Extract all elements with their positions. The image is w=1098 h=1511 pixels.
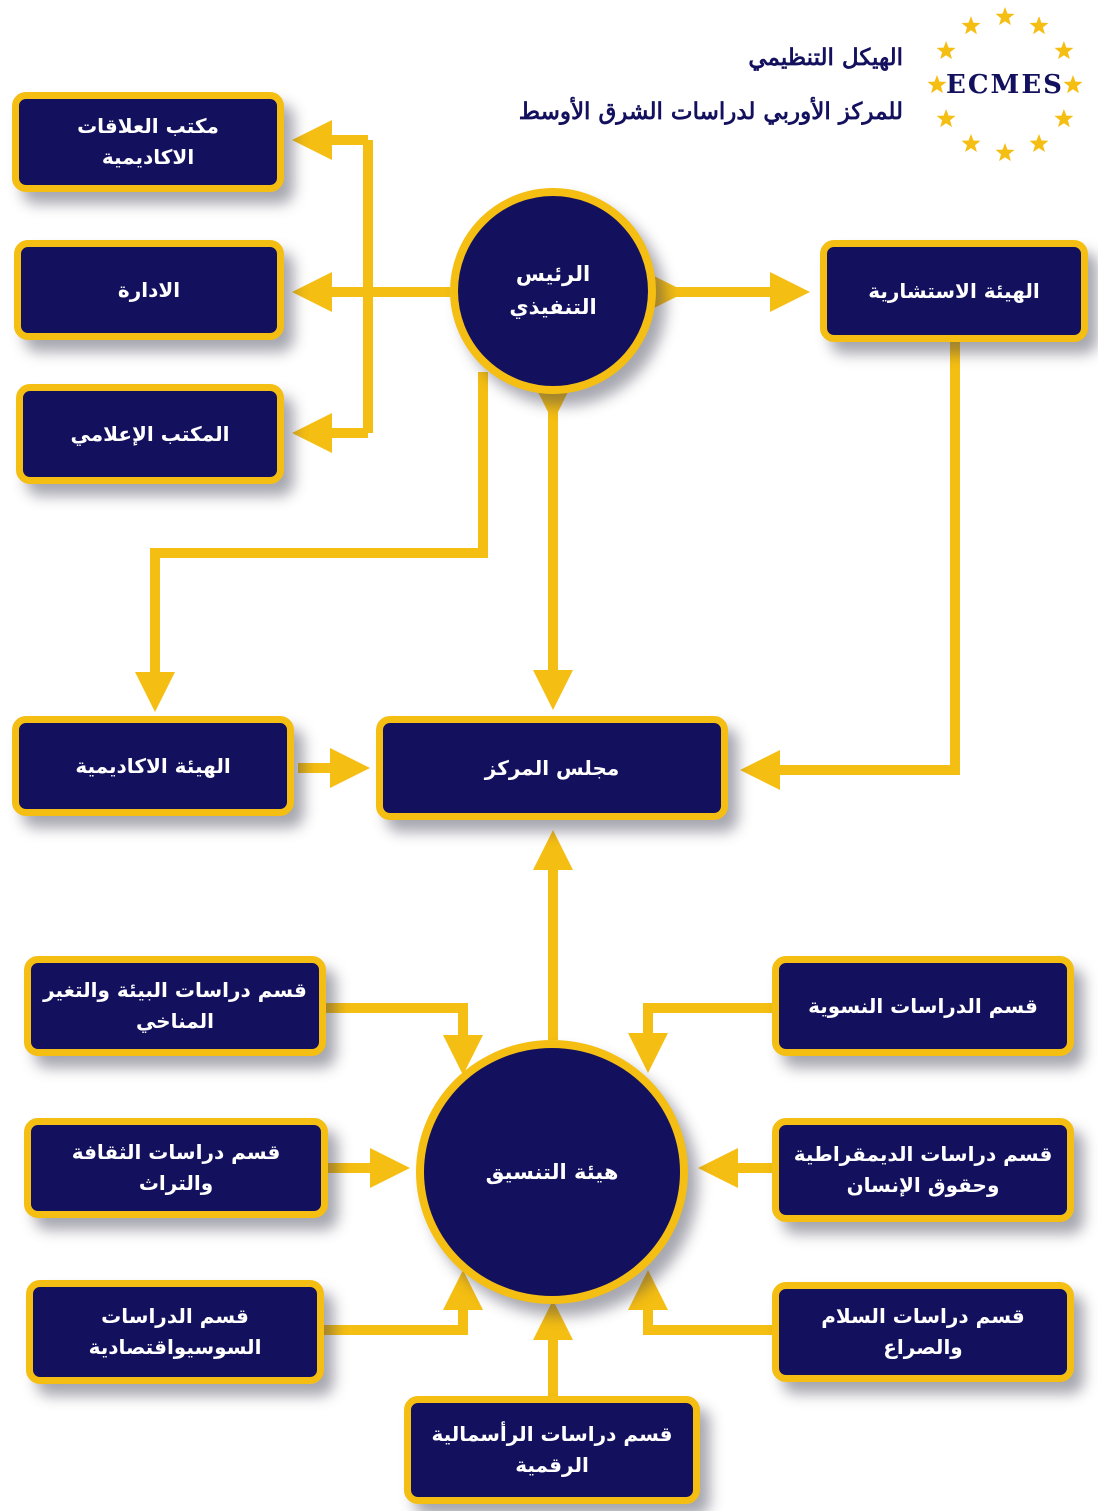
star-icon [1054,109,1074,128]
arrow-env-climate-to-coordination [325,1003,483,1075]
chart-subtitle: للمركز الأوربي لدراسات الشرق الأوسط [518,98,903,125]
star-icon [1029,133,1049,152]
node-democracy-hr-dept: قسم دراسات الديمقراطية وحقوق الإنسان [772,1118,1074,1222]
arrow-president-to-academic-board [135,372,488,712]
arrow-socioeconomic-to-coordination [322,1270,483,1335]
arrow-peace-to-coordination [628,1270,780,1335]
arrow-feminist-to-coordination [628,1003,780,1073]
node-media-office: المكتب الإعلامي [16,384,284,484]
star-icon [995,143,1015,162]
node-env-climate-dept: قسم دراسات البيئة والتغير المناخي [24,956,326,1056]
star-icon [927,75,947,94]
node-feminist-studies-dept: قسم الدراسات النسوية [772,956,1074,1056]
node-academic-board: الهيئة الاكاديمية [12,716,294,816]
star-icon [1029,16,1049,35]
star-icon [961,133,981,152]
node-socioeconomic-dept: قسم الدراسات السوسيواقتصادية [26,1280,324,1384]
node-administration: الادارة [14,240,284,340]
star-icon [1054,41,1074,60]
logo-wordmark: ECMES [946,70,1064,100]
ecmes-logo: ECMES [920,0,1090,170]
node-center-council: مجلس المركز [376,716,728,820]
node-academic-relations-office: مكتب العلاقات الاكاديمية [12,92,284,192]
star-icon [995,7,1015,26]
node-peace-conflict-dept: قسم دراسات السلام والصراع [772,1282,1074,1382]
node-culture-heritage-dept: قسم دراسات الثقافة والتراث [24,1118,328,1218]
star-icon [936,41,956,60]
chart-title: الهيكل التنظيمي [748,44,903,71]
node-digital-capitalism-dept: قسم دراسات الرأسمالية الرقمية [404,1396,700,1504]
node-executive-president: الرئيس التنفيذي [450,188,656,394]
star-icon [961,16,981,35]
arrow-advisory-to-council [740,338,960,790]
node-coordination-board: هيئة التنسيق [416,1040,688,1304]
node-advisory-board: الهيئة الاستشارية [820,240,1088,342]
eu-stars-ring [927,7,1083,162]
star-icon [936,109,956,128]
star-icon [1063,75,1083,94]
